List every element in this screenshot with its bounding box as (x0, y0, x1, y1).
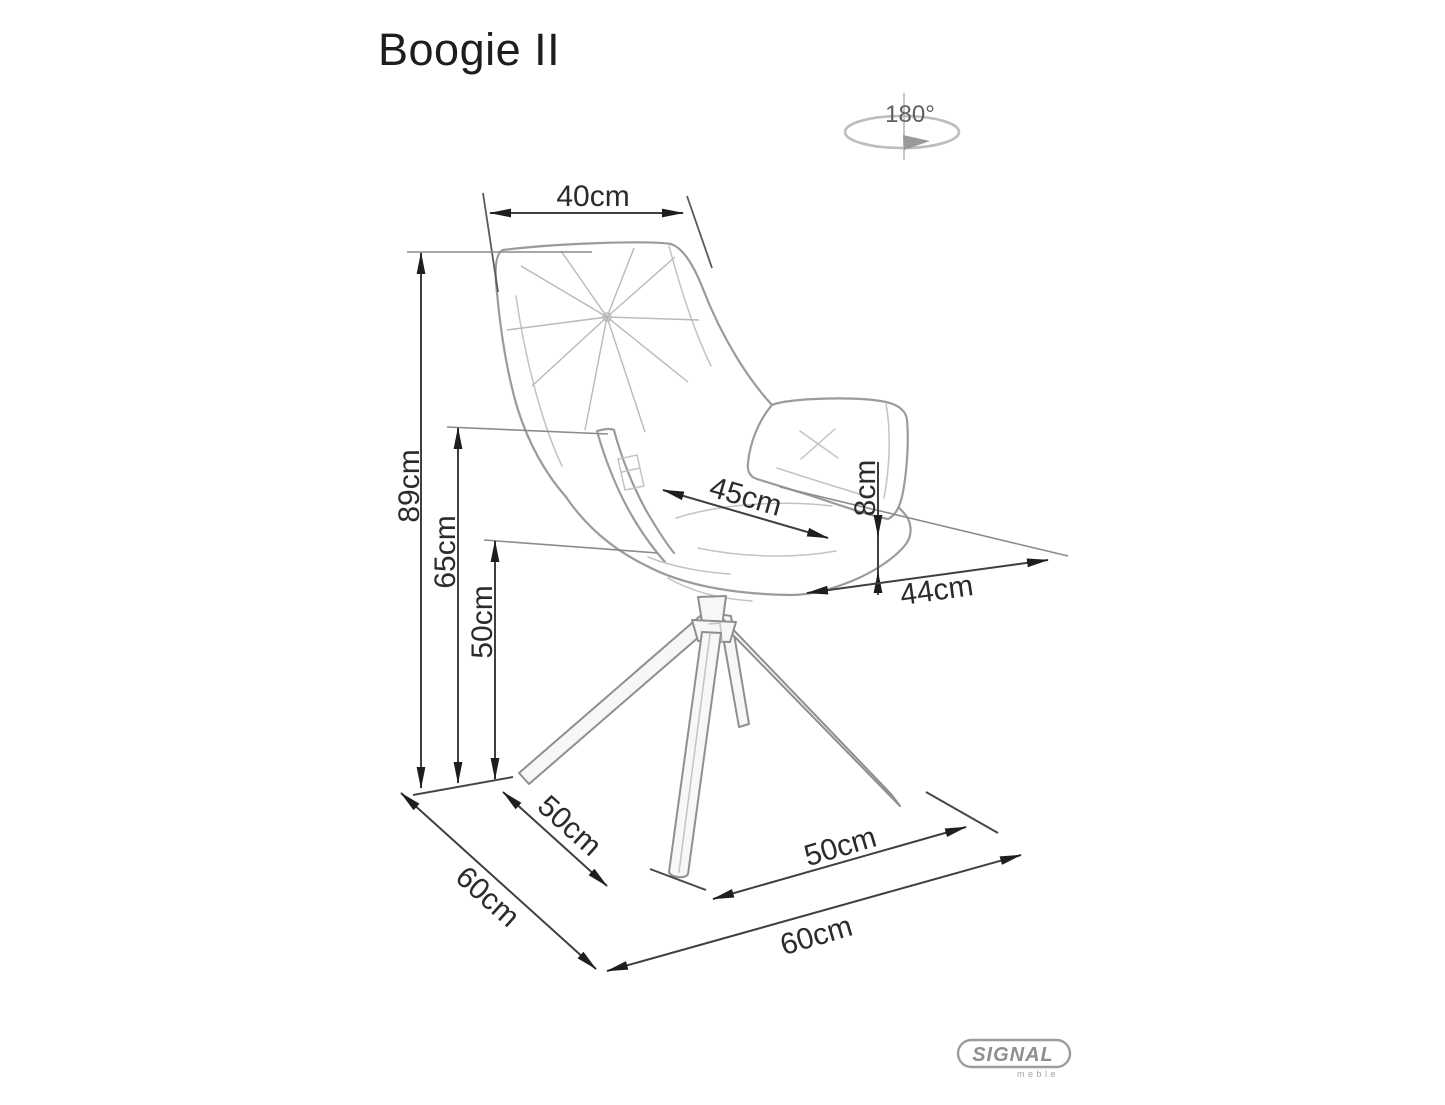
left-armrest (595, 427, 676, 564)
logo-brand-text: SIGNAL (972, 1044, 1054, 1066)
dim-label-seat-height: 50cm (466, 585, 499, 658)
dim-label-overall-height: 89cm (393, 449, 426, 522)
ext-armrest-height (446, 426, 609, 435)
rotation-angle-label: 180° (885, 101, 935, 128)
ext-seat-height (483, 539, 659, 554)
dim-label-armrest-height: 65cm (429, 515, 462, 588)
dim-label-back-width: 40cm (556, 180, 629, 213)
dim-label-cushion-thickness: 8cm (849, 460, 882, 517)
chair-illustration (494, 241, 912, 879)
rotation-indicator: 180° (843, 93, 961, 160)
dimension-back-width: 40cm (489, 180, 684, 218)
right-armrest (746, 397, 909, 521)
leg-right (723, 619, 901, 807)
dimension-base-right-width: 50cm (712, 821, 967, 900)
ext-back-width-left (482, 192, 499, 293)
dimension-armrest-height: 65cm (429, 427, 463, 784)
rotation-arrow-icon (903, 135, 930, 150)
backrest-outline (494, 241, 774, 499)
dim-label-base-width: 60cm (776, 910, 856, 962)
logo-border (956, 1038, 1072, 1069)
extension-lines (407, 192, 1069, 891)
dim-label-seat-depth: 44cm (898, 569, 975, 612)
dimension-seat-depth: 44cm (806, 558, 1049, 612)
dimension-cushion-thickness: 8cm (849, 460, 883, 595)
dim-label-base-right-width: 50cm (800, 821, 880, 873)
rotation-ellipse-icon (843, 114, 961, 150)
dimension-overall-height: 89cm (393, 252, 426, 789)
leg-back-left (518, 615, 709, 785)
brand-logo: SIGNAL meble (956, 1038, 1072, 1079)
product-title: Boogie II (378, 24, 561, 75)
dimension-base-left-depth: 50cm (502, 789, 608, 887)
ext-back-width-right (686, 195, 713, 269)
backrest-tufting (506, 247, 700, 433)
tick-right-foot (925, 791, 999, 834)
logo-subtitle: meble (1017, 1069, 1059, 1079)
ext-seat-depth (779, 486, 1069, 557)
tick-back-left-foot (412, 776, 514, 796)
dimension-seat-height: 50cm (466, 540, 500, 780)
